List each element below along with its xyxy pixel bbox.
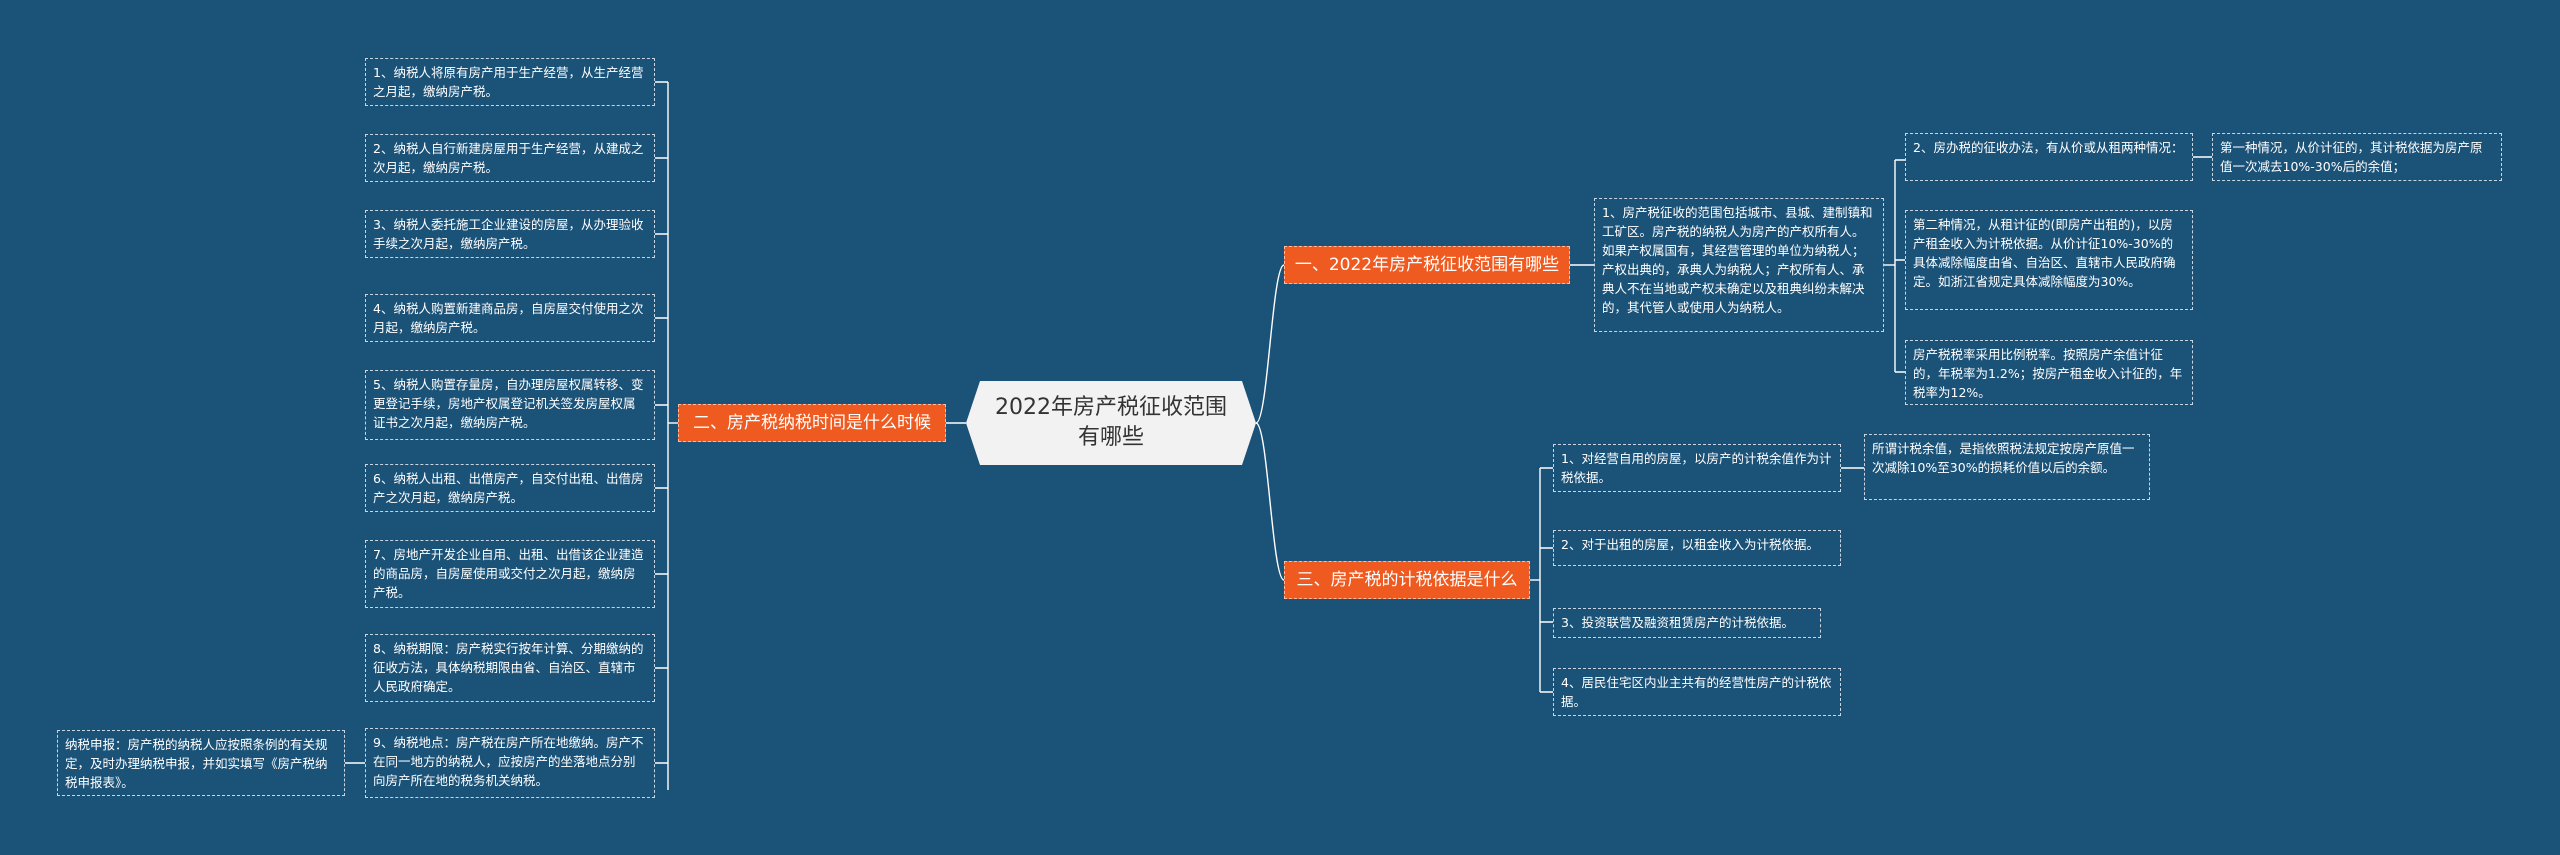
branch-scope-label: 一、2022年房产税征收范围有哪些: [1294, 255, 1560, 275]
timing-item-text: 7、房地产开发企业自用、出租、出借该企业建造的商品房，自房屋使用或交付之次月起，…: [373, 547, 644, 600]
basis-item-text: 4、居民住宅区内业主共有的经营性房产的计税依据。: [1561, 675, 1832, 709]
basis-item-4[interactable]: 4、居民住宅区内业主共有的经营性房产的计税依据。: [1553, 668, 1841, 716]
timing-item-text: 6、纳税人出租、出借房产，自交付出租、出借房产之次月起，缴纳房产税。: [373, 471, 644, 505]
link-desc-children: [1895, 159, 1905, 373]
case-ad-valorem-text: 第一种情况，从价计征的，其计税依据为房产原值一次减去10%-30%后的余值；: [2220, 140, 2483, 174]
timing-item-2[interactable]: 2、纳税人自行新建房屋用于生产经营，从建成之次月起，缴纳房产税。: [365, 134, 655, 182]
basis-item-text: 1、对经营自用的房屋，以房产的计税余值作为计税依据。: [1561, 451, 1832, 485]
tax-declaration-text: 纳税申报：房产税的纳税人应按照条例的有关规定，及时办理纳税申报，并如实填写《房产…: [65, 737, 328, 790]
timing-item-7[interactable]: 7、房地产开发企业自用、出租、出借该企业建造的商品房，自房屋使用或交付之次月起，…: [365, 540, 655, 608]
tax-declaration[interactable]: 纳税申报：房产税的纳税人应按照条例的有关规定，及时办理纳税申报，并如实填写《房产…: [57, 730, 345, 796]
tax-rate-text: 房产税税率采用比例税率。按照房产余值计征的，年税率为1.2%；按房产租金收入计征…: [1913, 347, 2183, 400]
branch-basis-label: 三、房产税的计税依据是什么: [1296, 570, 1518, 590]
branch-timing[interactable]: 二、房产税纳税时间是什么时候: [678, 404, 946, 442]
timing-item-text: 2、纳税人自行新建房屋用于生产经营，从建成之次月起，缴纳房产税。: [373, 141, 644, 175]
collection-method[interactable]: 2、房办税的征收办法，有从价或从租两种情况：: [1905, 133, 2193, 181]
basis-item-text: 3、投资联营及融资租赁房产的计税依据。: [1561, 615, 1794, 630]
basis-item-2[interactable]: 2、对于出租的房屋，以租金收入为计税依据。: [1553, 530, 1841, 566]
timing-item-text: 1、纳税人将原有房产用于生产经营，从生产经营之月起，缴纳房产税。: [373, 65, 644, 99]
branch-timing-label: 二、房产税纳税时间是什么时候: [693, 413, 931, 433]
scope-description-text: 1、房产税征收的范围包括城市、县城、建制镇和工矿区。房产税的纳税人为房产的产权所…: [1602, 205, 1873, 315]
case-rental-text: 第二种情况，从租计征的(即房产出租的)，以房产租金收入为计税依据。从价计征10%…: [1913, 217, 2176, 289]
branch-basis[interactable]: 三、房产税的计税依据是什么: [1284, 561, 1530, 599]
case-rental[interactable]: 第二种情况，从租计征的(即房产出租的)，以房产租金收入为计税依据。从价计征10%…: [1905, 210, 2193, 310]
timing-item-text: 5、纳税人购置存量房，自办理房屋权属转移、变更登记手续，房地产权属登记机关签发房…: [373, 377, 644, 430]
case-ad-valorem[interactable]: 第一种情况，从价计征的，其计税依据为房产原值一次减去10%-30%后的余值；: [2212, 133, 2502, 181]
branch-scope[interactable]: 一、2022年房产税征收范围有哪些: [1284, 246, 1570, 284]
timing-item-text: 4、纳税人购置新建商品房，自房屋交付使用之次月起，缴纳房产税。: [373, 301, 644, 335]
link-branch2-items: [655, 81, 668, 764]
scope-description[interactable]: 1、房产税征收的范围包括城市、县城、建制镇和工矿区。房产税的纳税人为房产的产权所…: [1594, 198, 1884, 332]
timing-item-4[interactable]: 4、纳税人购置新建商品房，自房屋交付使用之次月起，缴纳房产税。: [365, 294, 655, 342]
tax-rate[interactable]: 房产税税率采用比例税率。按照房产余值计征的，年税率为1.2%；按房产租金收入计征…: [1905, 340, 2193, 405]
timing-item-text: 3、纳税人委托施工企业建设的房屋，从办理验收手续之次月起，缴纳房产税。: [373, 217, 644, 251]
link-root-branch3: [1255, 422, 1285, 581]
collection-method-text: 2、房办税的征收办法，有从价或从租两种情况：: [1913, 140, 2184, 155]
timing-item-3[interactable]: 3、纳税人委托施工企业建设的房屋，从办理验收手续之次月起，缴纳房产税。: [365, 210, 655, 258]
timing-item-1[interactable]: 1、纳税人将原有房产用于生产经营，从生产经营之月起，缴纳房产税。: [365, 58, 655, 106]
basis-item-text: 2、对于出租的房屋，以租金收入为计税依据。: [1561, 537, 1819, 552]
root-title: 2022年房产税征收范围有哪些: [995, 395, 1227, 450]
residual-value-note[interactable]: 所谓计税余值，是指依照税法规定按房产原值一次减除10%至30%的损耗价值以后的余…: [1864, 434, 2150, 500]
timing-item-5[interactable]: 5、纳税人购置存量房，自办理房屋权属转移、变更登记手续，房地产权属登记机关签发房…: [365, 370, 655, 440]
basis-item-1[interactable]: 1、对经营自用的房屋，以房产的计税余值作为计税依据。: [1553, 444, 1841, 492]
timing-item-text: 8、纳税期限：房产税实行按年计算、分期缴纳的征收方法，具体纳税期限由省、自治区、…: [373, 641, 644, 694]
basis-item-3[interactable]: 3、投资联营及融资租赁房产的计税依据。: [1553, 608, 1821, 638]
link-root-branch1: [1255, 264, 1285, 424]
timing-item-6[interactable]: 6、纳税人出租、出借房产，自交付出租、出借房产之次月起，缴纳房产税。: [365, 464, 655, 512]
timing-item-text: 9、纳税地点：房产税在房产所在地缴纳。房产不在同一地方的纳税人，应按房产的坐落地…: [373, 735, 644, 788]
timing-item-9[interactable]: 9、纳税地点：房产税在房产所在地缴纳。房产不在同一地方的纳税人，应按房产的坐落地…: [365, 728, 655, 798]
link-branch3-items: [1540, 467, 1553, 693]
timing-item-8[interactable]: 8、纳税期限：房产税实行按年计算、分期缴纳的征收方法，具体纳税期限由省、自治区、…: [365, 634, 655, 702]
root-topic[interactable]: 2022年房产税征收范围有哪些: [966, 381, 1256, 465]
residual-value-text: 所谓计税余值，是指依照税法规定按房产原值一次减除10%至30%的损耗价值以后的余…: [1872, 441, 2135, 475]
